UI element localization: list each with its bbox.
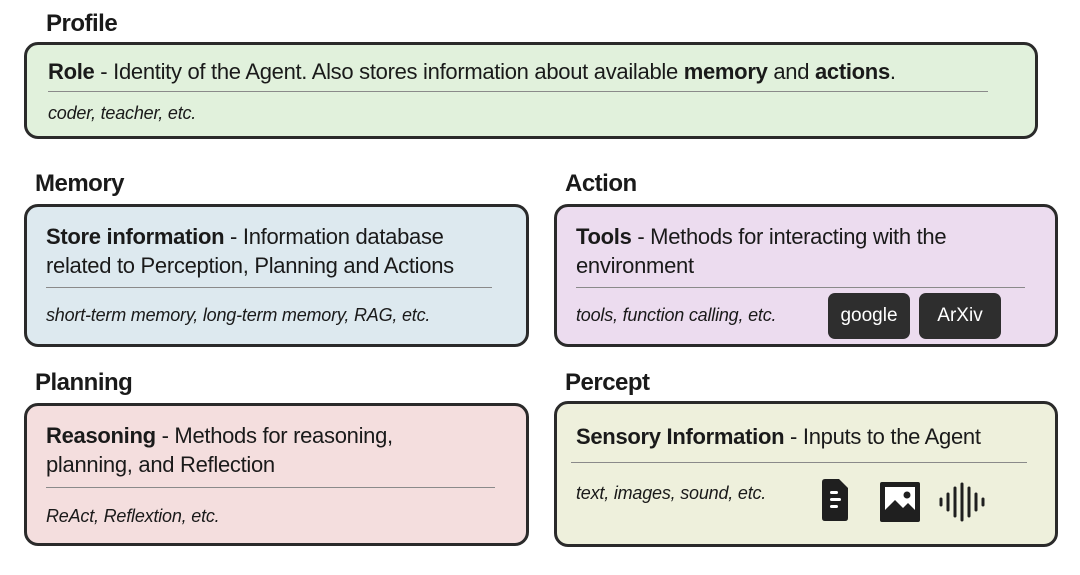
sensory-term: Sensory Information bbox=[576, 424, 785, 449]
memory-description: Store information - Information database… bbox=[46, 222, 516, 280]
action-text-line2: environment bbox=[576, 253, 694, 278]
document-icon bbox=[822, 479, 848, 521]
tools-term: Tools bbox=[576, 224, 632, 249]
action-divider bbox=[576, 287, 1025, 288]
profile-divider bbox=[48, 91, 988, 92]
planning-title: Planning bbox=[35, 369, 133, 396]
action-text-line1: - Methods for interacting with the bbox=[631, 224, 947, 249]
planning-card: Reasoning - Methods for reasoning, planni… bbox=[24, 403, 529, 546]
memory-text-line2: related to Perception, Planning and Acti… bbox=[46, 253, 454, 278]
sound-wave-icon bbox=[939, 482, 985, 522]
planning-description: Reasoning - Methods for reasoning, planni… bbox=[46, 421, 516, 479]
role-term: Role bbox=[48, 59, 95, 84]
action-title: Action bbox=[565, 170, 637, 197]
memory-word: memory bbox=[683, 59, 768, 84]
percept-examples: text, images, sound, etc. bbox=[576, 483, 767, 503]
percept-title: Percept bbox=[565, 369, 650, 396]
planning-divider bbox=[46, 487, 495, 488]
memory-examples: short-term memory, long-term memory, RAG… bbox=[46, 305, 431, 325]
arxiv-badge: ArXiv bbox=[919, 293, 1001, 339]
image-icon bbox=[880, 482, 920, 522]
action-card: Tools - Methods for interacting with the… bbox=[554, 204, 1058, 347]
profile-description: Role - Identity of the Agent. Also store… bbox=[48, 57, 1018, 86]
profile-examples: coder, teacher, etc. bbox=[48, 103, 197, 123]
and-word: and bbox=[767, 59, 815, 84]
reasoning-term: Reasoning bbox=[46, 423, 156, 448]
role-text: - Identity of the Agent. Also stores inf… bbox=[94, 59, 684, 84]
actions-word: actions bbox=[814, 59, 890, 84]
profile-title: Profile bbox=[46, 10, 118, 37]
planning-examples: ReAct, Reflextion, etc. bbox=[46, 506, 220, 526]
percept-divider bbox=[571, 462, 1027, 463]
google-badge: google bbox=[828, 293, 910, 339]
action-examples: tools, function calling, etc. bbox=[576, 305, 777, 325]
planning-text-line1: - Methods for reasoning, bbox=[155, 423, 394, 448]
planning-text-line2: planning, and Reflection bbox=[46, 452, 275, 477]
period: . bbox=[889, 59, 896, 84]
memory-card: Store information - Information database… bbox=[24, 204, 529, 347]
percept-text-line1: - Inputs to the Agent bbox=[784, 424, 981, 449]
action-description: Tools - Methods for interacting with the… bbox=[576, 222, 1046, 280]
percept-card: Sensory Information - Inputs to the Agen… bbox=[554, 401, 1058, 547]
memory-title: Memory bbox=[35, 170, 125, 197]
memory-term: Store information bbox=[46, 224, 225, 249]
memory-divider bbox=[46, 287, 492, 288]
memory-text-line1: - Information database bbox=[224, 224, 444, 249]
percept-description: Sensory Information - Inputs to the Agen… bbox=[576, 422, 1046, 451]
profile-card: Role - Identity of the Agent. Also store… bbox=[24, 42, 1038, 139]
